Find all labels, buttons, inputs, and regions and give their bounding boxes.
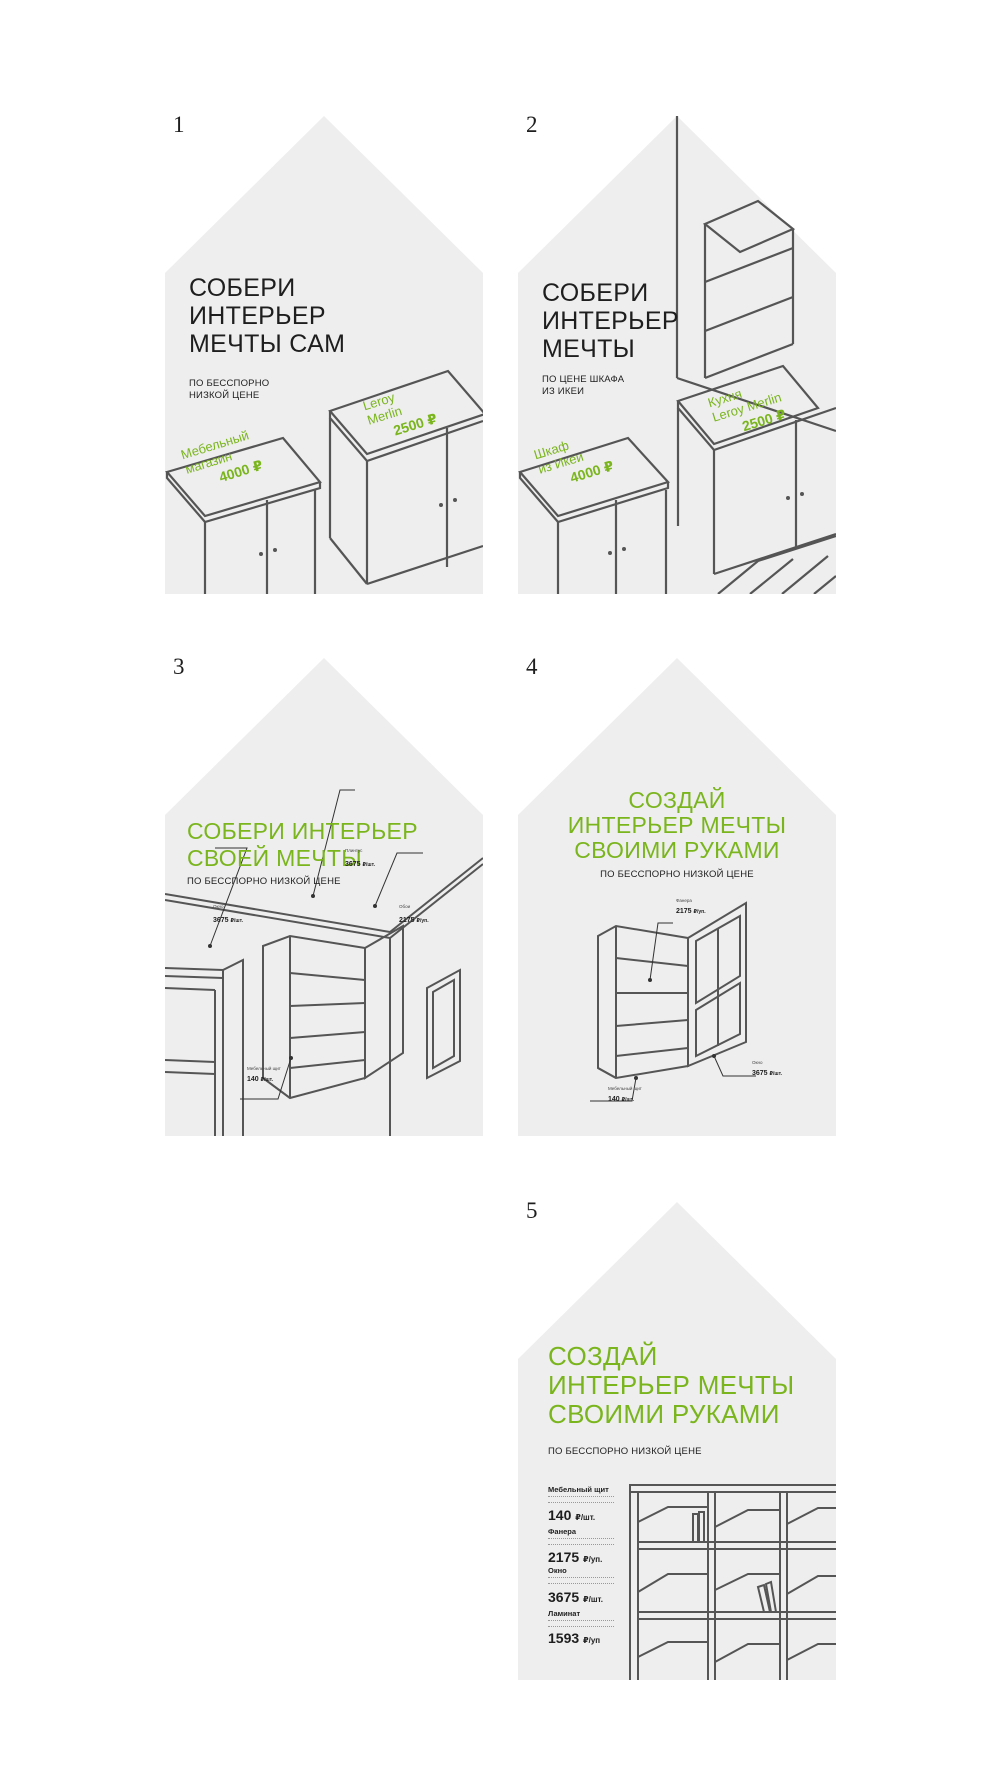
poster-1: 1 СОБЕРИ ИНТЕРЬЕР МЕЧТЫ САМ ПО БЕССПОРНО…	[165, 112, 483, 594]
product-price: 140 ₽/шт.	[548, 1507, 596, 1523]
callout-name: Окно	[752, 1060, 763, 1065]
house-illustration-3	[165, 658, 483, 1136]
headline: СОЗДАЙ ИНТЕРЬЕР МЕЧТЫ СВОИМИ РУКАМИ	[567, 787, 787, 863]
subline: ПО БЕССПОРНО НИЗКОЙ ЦЕНЕ	[600, 869, 754, 880]
subline: ПО БЕССПОРНО НИЗКОЙ ЦЕНЕ	[187, 876, 341, 887]
house-illustration-4	[518, 658, 836, 1136]
callout-price: 140 ₽/шт.	[608, 1096, 635, 1103]
callout-price: 3675 ₽/шт.	[345, 861, 375, 868]
house-illustration-5	[518, 1202, 836, 1680]
product-price: 1593 ₽/уп	[548, 1630, 601, 1646]
house-illustration-1	[165, 116, 483, 594]
poster-number: 2	[526, 112, 538, 137]
callout-price: 3675 ₽/шт.	[213, 917, 243, 924]
product-name: Фанера	[548, 1527, 577, 1536]
subline: ПО ЦЕНЕ ШКАФА ИЗ ИКЕИ	[542, 374, 625, 397]
subline: ПО БЕССПОРНО НИЗКОЙ ЦЕНЕ	[548, 1446, 702, 1457]
house-illustration-2	[518, 116, 836, 594]
callout-name: Фанера	[676, 898, 692, 903]
headline: СОБЕРИ ИНТЕРЬЕР МЕЧТЫ САМ	[189, 274, 346, 358]
callout-price: 140 ₽/шт.	[247, 1076, 274, 1083]
product-desc-lines	[548, 1538, 614, 1545]
poster-3: 3 СОБЕРИ ИНТЕРЬЕР СВОЕЙ МЕЧТЫ ПО БЕССПОР…	[165, 654, 483, 1136]
callout-name: Мебельный щит	[608, 1086, 642, 1091]
product-name: Окно	[548, 1566, 567, 1575]
callout-price: 3675 ₽/шт.	[752, 1070, 782, 1077]
product-desc-lines	[548, 1620, 614, 1627]
poster-number: 4	[526, 654, 538, 679]
headline: СОБЕРИ ИНТЕРЬЕР МЕЧТЫ	[542, 279, 679, 363]
headline: СОЗДАЙ ИНТЕРЬЕР МЕЧТЫ СВОИМИ РУКАМИ	[548, 1341, 795, 1429]
poster-5: 5 СОЗДАЙ ИНТЕРЬЕР МЕЧТЫ СВОИМИ РУКАМИ ПО…	[518, 1198, 836, 1680]
callout-name: Мебельный щит	[247, 1066, 281, 1071]
subline: ПО БЕССПОРНО НИЗКОЙ ЦЕНЕ	[189, 378, 270, 401]
callout-name: Окно	[213, 904, 224, 909]
poster-number: 3	[173, 654, 185, 679]
callout-price: 2175 ₽/уп.	[676, 908, 706, 915]
product-name: Ламинат	[548, 1609, 581, 1618]
product-desc-lines	[548, 1496, 614, 1503]
callout-name: Плинтус	[345, 848, 363, 853]
poster-4: 4 СОЗДАЙ ИНТЕРЬЕР МЕЧТЫ СВОИМИ РУКАМИ ПО…	[518, 654, 836, 1136]
product-price: 2175 ₽/уп.	[548, 1549, 603, 1565]
headline: СОБЕРИ ИНТЕРЬЕР СВОЕЙ МЕЧТЫ	[187, 818, 418, 871]
poster-number: 5	[526, 1198, 538, 1223]
callout-price: 2175 ₽/уп.	[399, 917, 429, 924]
product-price: 3675 ₽/шт.	[548, 1589, 603, 1605]
product-desc-lines	[548, 1577, 614, 1584]
product-name: Мебельный щит	[548, 1485, 609, 1494]
callout-name: Обои	[399, 904, 411, 909]
poster-2: 2 СОБЕРИ ИНТЕРЬЕР МЕЧТЫ ПО ЦЕНЕ ШКАФА ИЗ…	[518, 112, 836, 594]
poster-number: 1	[173, 112, 185, 137]
